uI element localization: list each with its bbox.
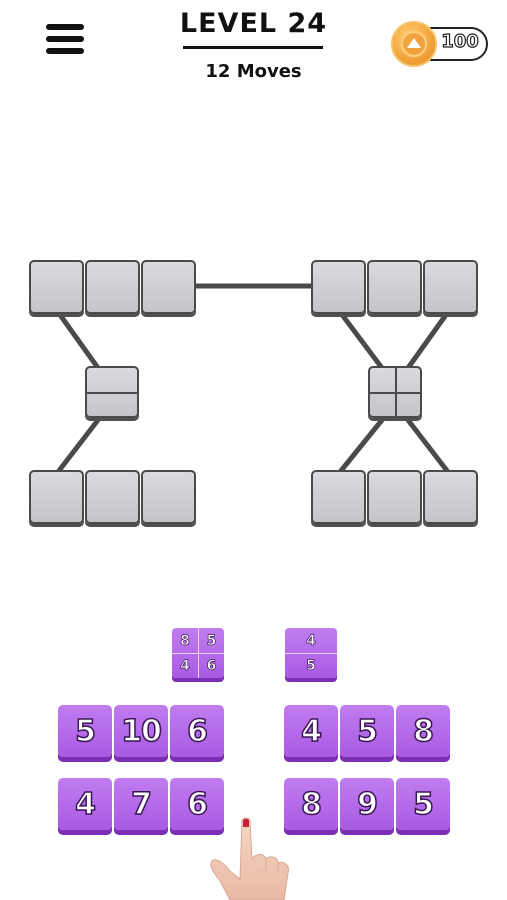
number-tile[interactable]: 9 bbox=[340, 778, 394, 830]
level-title: LEVEL 24 bbox=[179, 8, 328, 39]
mini-piece-split[interactable]: 4 5 bbox=[285, 628, 337, 678]
number-tile[interactable]: 10 bbox=[114, 705, 168, 757]
tile-number: 8 bbox=[300, 786, 322, 823]
slot-left-bottom-1[interactable] bbox=[29, 470, 84, 524]
slot-left-bottom-2[interactable] bbox=[85, 470, 140, 524]
slot-left-top-3[interactable] bbox=[141, 260, 196, 314]
number-tile[interactable]: 5 bbox=[340, 705, 394, 757]
number-tile[interactable]: 4 bbox=[284, 705, 338, 757]
mini-cell: 5 bbox=[306, 658, 316, 675]
tile-number: 6 bbox=[186, 786, 208, 823]
mini-cell: 6 bbox=[206, 658, 217, 675]
tile-number: 8 bbox=[412, 713, 434, 750]
number-tile[interactable]: 8 bbox=[396, 705, 450, 757]
slot-right-top-1[interactable] bbox=[311, 260, 366, 314]
left-lower-link bbox=[55, 417, 101, 475]
coin-icon bbox=[391, 21, 437, 67]
tile-number: 6 bbox=[186, 713, 208, 750]
right-lower-link-b bbox=[405, 417, 451, 475]
number-tile[interactable]: 4 bbox=[58, 778, 112, 830]
moves-counter: 12 Moves bbox=[205, 61, 302, 82]
slot-left-top-2[interactable] bbox=[85, 260, 140, 314]
tile-number: 9 bbox=[356, 786, 378, 823]
slot-right-bottom-1[interactable] bbox=[311, 470, 366, 524]
mini-cell: 4 bbox=[180, 658, 190, 675]
slot-right-top-2[interactable] bbox=[367, 260, 422, 314]
tile-number: 5 bbox=[412, 786, 434, 823]
tile-number: 10 bbox=[120, 713, 162, 750]
mini-cell: 4 bbox=[306, 632, 316, 649]
left-center-node[interactable] bbox=[85, 366, 139, 418]
slot-left-top-1[interactable] bbox=[29, 260, 84, 314]
mini-cell: 5 bbox=[206, 632, 217, 649]
slot-right-bottom-2[interactable] bbox=[367, 470, 422, 524]
tile-number: 5 bbox=[356, 713, 378, 750]
right-center-node[interactable] bbox=[368, 366, 422, 418]
tile-number: 4 bbox=[300, 713, 322, 750]
mini-cell: 8 bbox=[180, 632, 190, 649]
coin-count: 100 bbox=[441, 30, 480, 52]
tile-number: 4 bbox=[74, 786, 96, 823]
slot-right-bottom-3[interactable] bbox=[423, 470, 478, 524]
pointing-hand-icon bbox=[210, 817, 289, 900]
number-tile[interactable]: 8 bbox=[284, 778, 338, 830]
mini-piece-quad[interactable]: 8 5 4 6 bbox=[172, 628, 224, 678]
right-upper-link-a bbox=[337, 309, 385, 371]
number-tile[interactable]: 6 bbox=[170, 705, 224, 757]
tile-number: 5 bbox=[74, 713, 96, 750]
hamburger-menu-icon[interactable] bbox=[46, 24, 84, 60]
number-tile[interactable]: 6 bbox=[170, 778, 224, 830]
number-tile[interactable]: 7 bbox=[114, 778, 168, 830]
left-upper-link bbox=[55, 309, 101, 371]
slot-right-top-3[interactable] bbox=[423, 260, 478, 314]
number-tile[interactable]: 5 bbox=[58, 705, 112, 757]
number-tile[interactable]: 5 bbox=[396, 778, 450, 830]
slot-left-bottom-3[interactable] bbox=[141, 470, 196, 524]
right-lower-link-a bbox=[337, 417, 385, 475]
tile-number: 7 bbox=[130, 786, 152, 823]
title-divider bbox=[183, 46, 323, 49]
right-upper-link-b bbox=[405, 309, 451, 371]
